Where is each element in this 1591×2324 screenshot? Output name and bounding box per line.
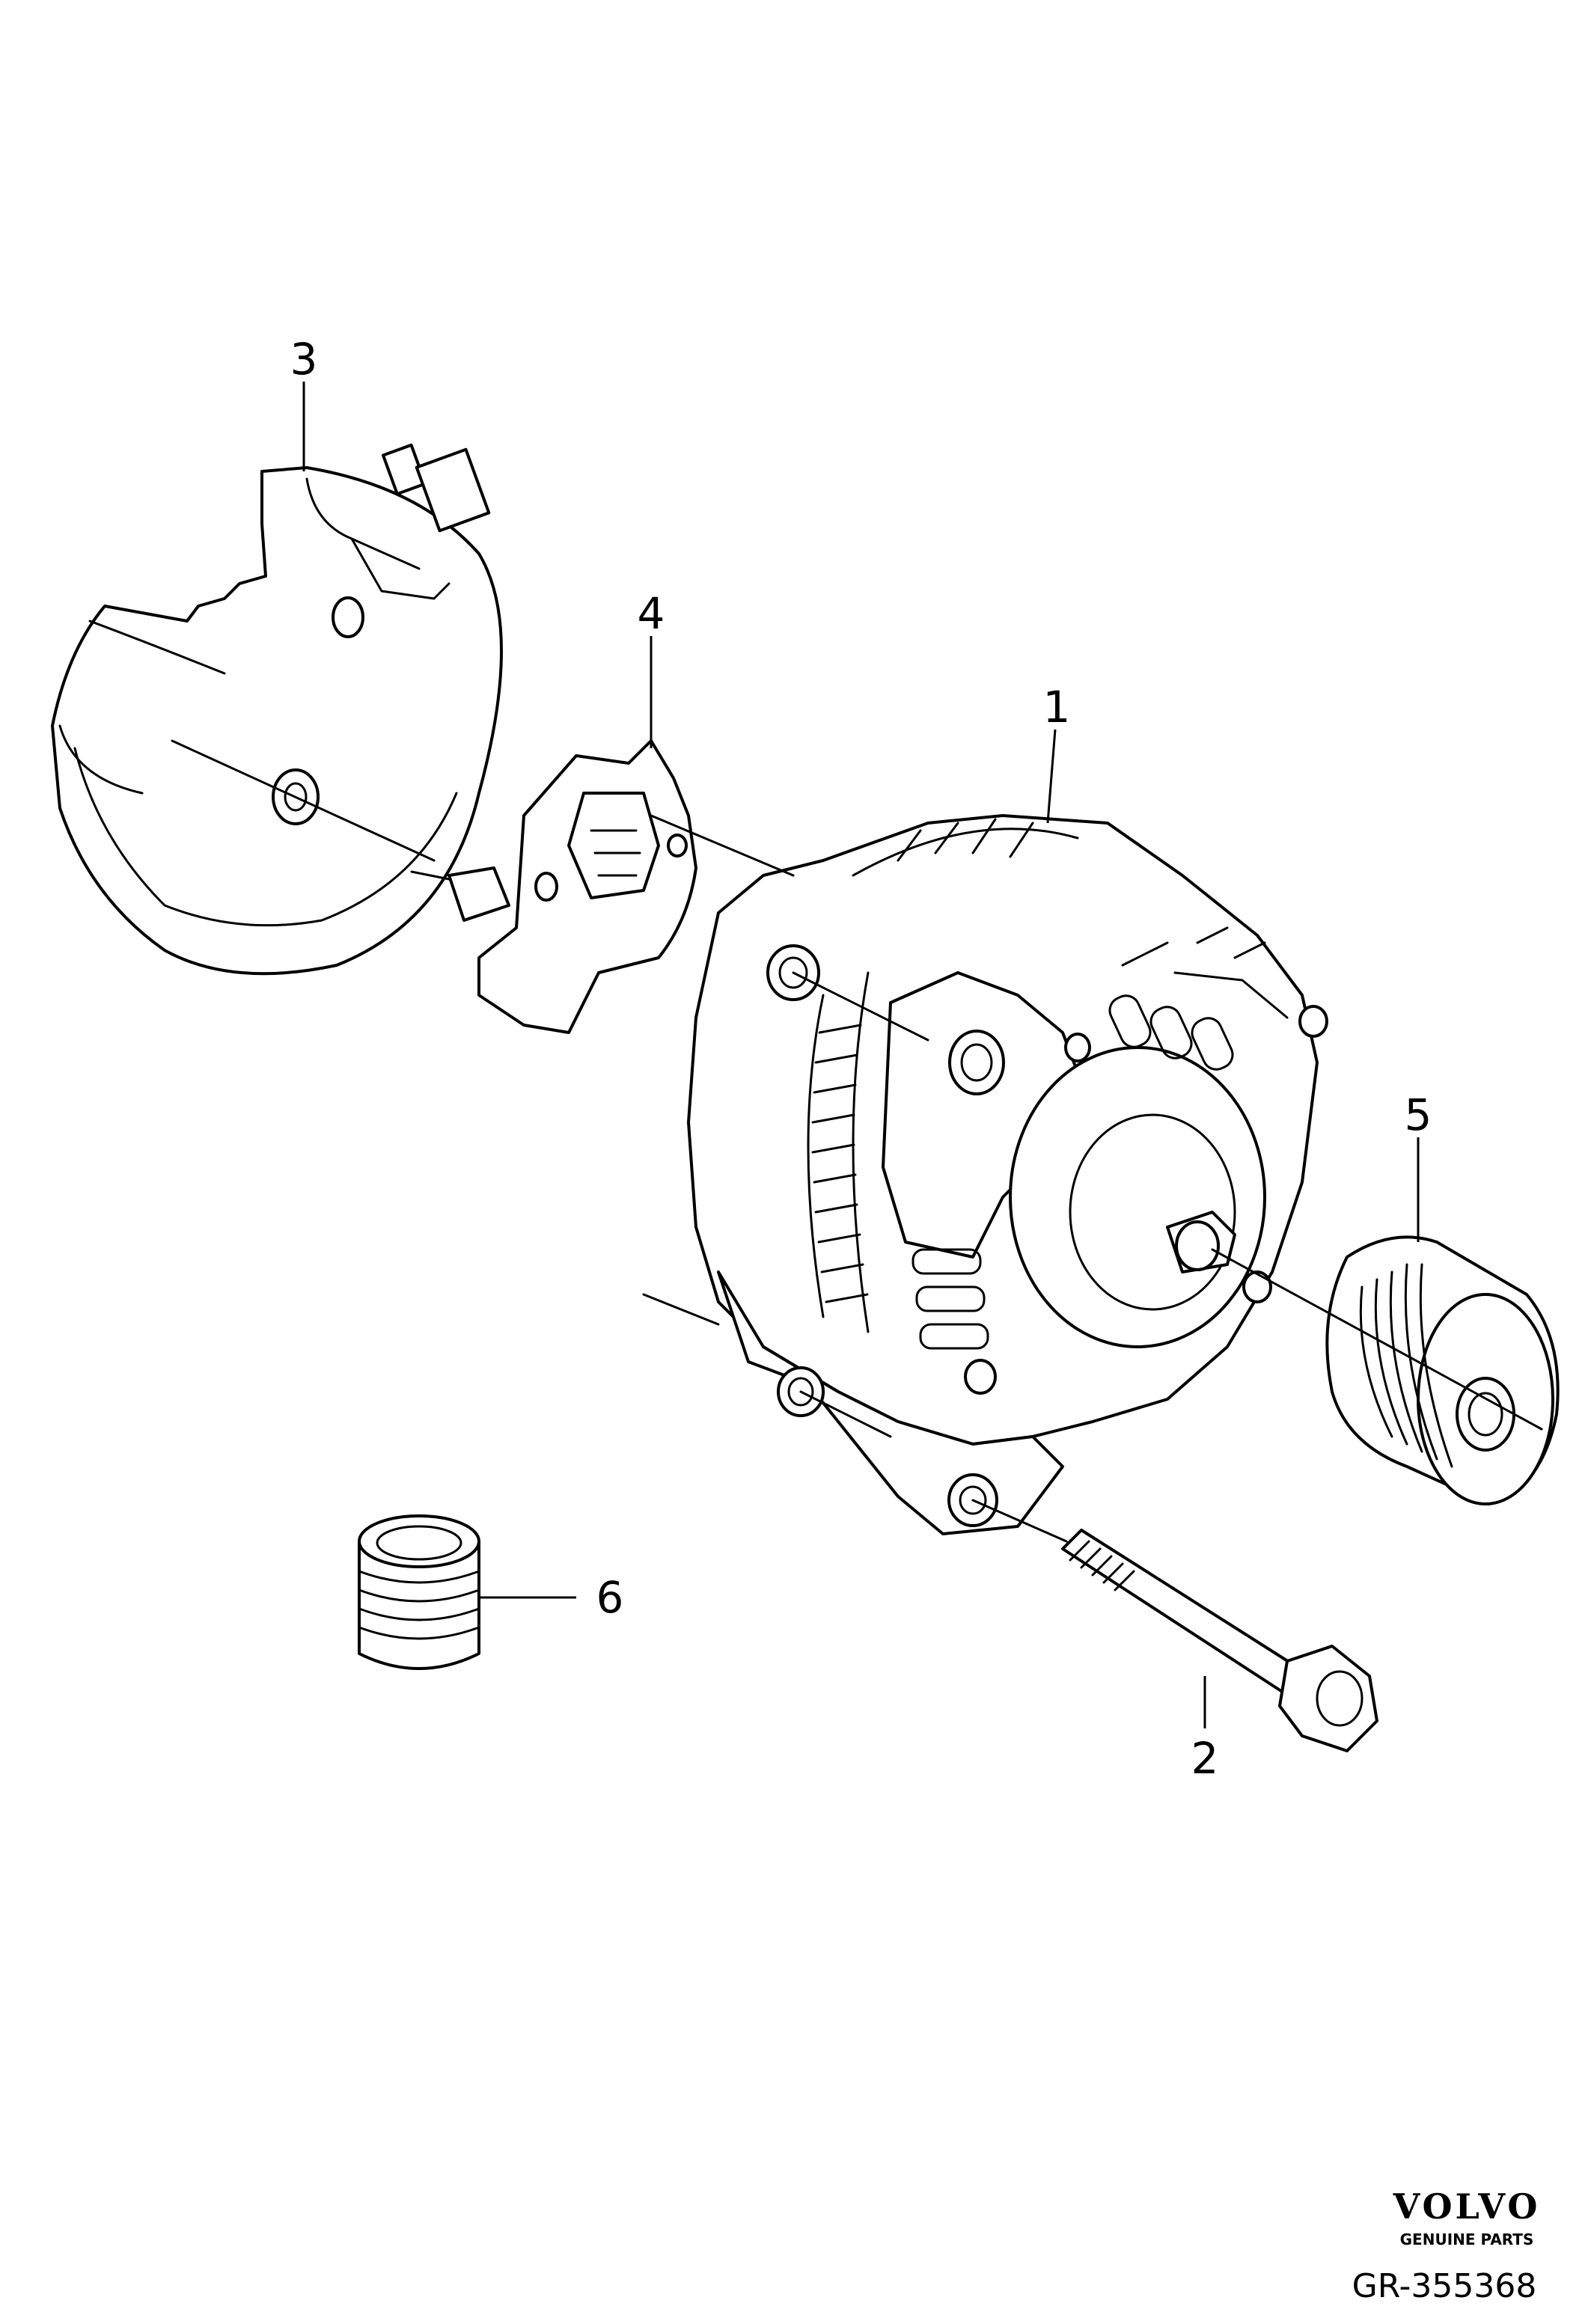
volvo-logo: VOLVO	[1393, 2186, 1541, 2227]
brand-block: VOLVO GENUINE PARTS GR-355368	[1352, 2186, 1541, 2305]
callouts: 3 4 1 5 6 2	[290, 334, 1432, 1784]
callout-5: 5	[1405, 1089, 1432, 1140]
callout-2: 2	[1191, 1733, 1219, 1784]
assembly-lines	[171, 739, 1543, 1543]
voltage-regulator-part	[410, 739, 697, 1034]
callout-1: 1	[1043, 682, 1071, 733]
genuine-parts-label: GENUINE PARTS	[1400, 2230, 1534, 2248]
rear-cover-part	[51, 443, 503, 976]
leader-lines	[302, 382, 1420, 1728]
reference-number: GR-355368	[1352, 2267, 1537, 2305]
pulley-part	[1325, 1235, 1560, 1505]
callout-3: 3	[290, 334, 318, 385]
callout-6: 6	[596, 1572, 624, 1623]
callout-4: 4	[638, 588, 665, 639]
threaded-sleeve-part	[358, 1514, 480, 1670]
alternator-part	[687, 814, 1328, 1535]
bolt-part	[1061, 1529, 1378, 1752]
